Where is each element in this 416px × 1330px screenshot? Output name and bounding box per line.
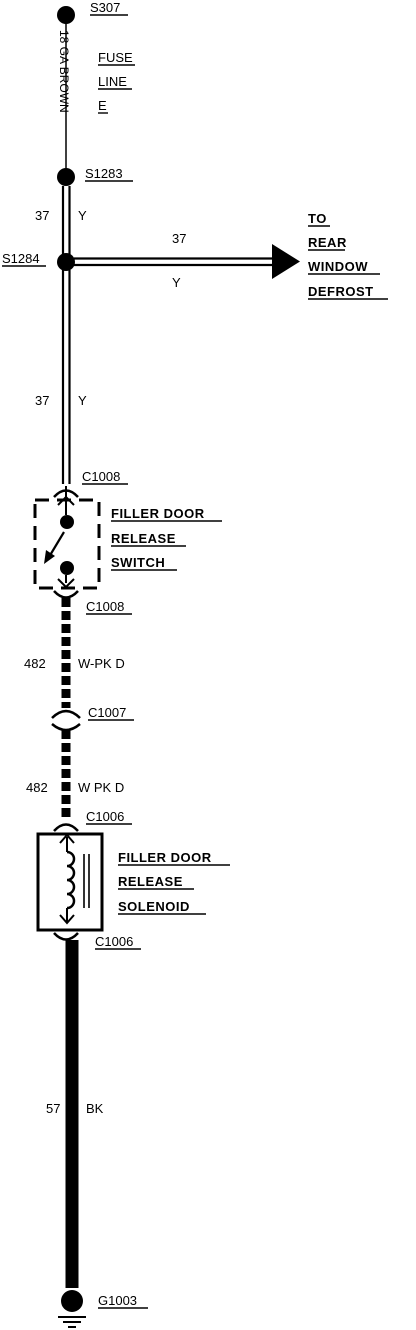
connector-c1007-label: C1007 <box>88 705 126 720</box>
dest-line3: WINDOW <box>308 259 368 274</box>
splice-s1284-dot <box>57 253 75 271</box>
splice-s1283-label: S1283 <box>85 166 123 181</box>
dest-line1: TO <box>308 211 327 226</box>
dest-line4: DEFROST <box>308 284 374 299</box>
switch-line3: SWITCH <box>111 555 165 570</box>
wire-482-b-color: W PK D <box>78 780 124 795</box>
solenoid-line3: SOLENOID <box>118 899 190 914</box>
solenoid-coil-icon <box>66 850 76 910</box>
solenoid-enclosure <box>36 832 104 932</box>
switch-blade-arrow-icon <box>44 550 55 564</box>
solenoid-line1: FILLER DOOR <box>118 850 212 865</box>
fuse-line1: FUSE <box>98 50 133 65</box>
splice-s1283-dot <box>57 168 75 186</box>
wire-37-top-color: Y <box>78 208 87 223</box>
wire-482-a-circuit: 482 <box>24 656 46 671</box>
wire-37-branch-color: Y <box>172 275 181 290</box>
connector-c1007-icon <box>51 709 81 719</box>
switch-line2: RELEASE <box>111 531 176 546</box>
fuse-line2: LINE <box>98 74 127 89</box>
connector-c1006-top-label: C1006 <box>86 809 124 824</box>
switch-blade <box>48 531 65 558</box>
ground-g1003-label: G1003 <box>98 1293 137 1308</box>
splice-s307-dot <box>57 6 75 24</box>
wire-37-branch-circuit: 37 <box>172 231 186 246</box>
wire-37-mid-color: Y <box>78 393 87 408</box>
wire-57-circuit: 57 <box>46 1101 60 1116</box>
ground-g1003-dot <box>61 1290 83 1312</box>
wire-482-b-circuit: 482 <box>26 780 48 795</box>
switch-line1: FILLER DOOR <box>111 506 205 521</box>
fuse-line3: E <box>98 98 107 113</box>
connector-c1006-bottom-icon <box>53 932 79 941</box>
splice-s307-label: S307 <box>90 0 120 15</box>
connector-c1008-top-label: C1008 <box>82 469 120 484</box>
splice-s1284-label: S1284 <box>2 251 40 266</box>
connector-c1008-bottom-label: C1008 <box>86 599 124 614</box>
arrow-to-defrost-icon <box>272 244 300 279</box>
connector-c1006-bottom-label: C1006 <box>95 934 133 949</box>
wire-57-color: BK <box>86 1101 104 1116</box>
switch-contact-top <box>60 515 74 529</box>
switch-contact-bottom <box>60 561 74 575</box>
wire-482-a-color: W-PK D <box>78 656 125 671</box>
connector-c1008-bottom-icon <box>53 590 79 599</box>
wire-37-top-circuit: 37 <box>35 208 49 223</box>
fuse-wire-label: 18 GA BROWN <box>57 30 71 113</box>
connector-c1006-top-icon <box>53 823 79 832</box>
solenoid-line2: RELEASE <box>118 874 183 889</box>
wire-37-mid-circuit: 37 <box>35 393 49 408</box>
dest-line2: REAR <box>308 235 347 250</box>
